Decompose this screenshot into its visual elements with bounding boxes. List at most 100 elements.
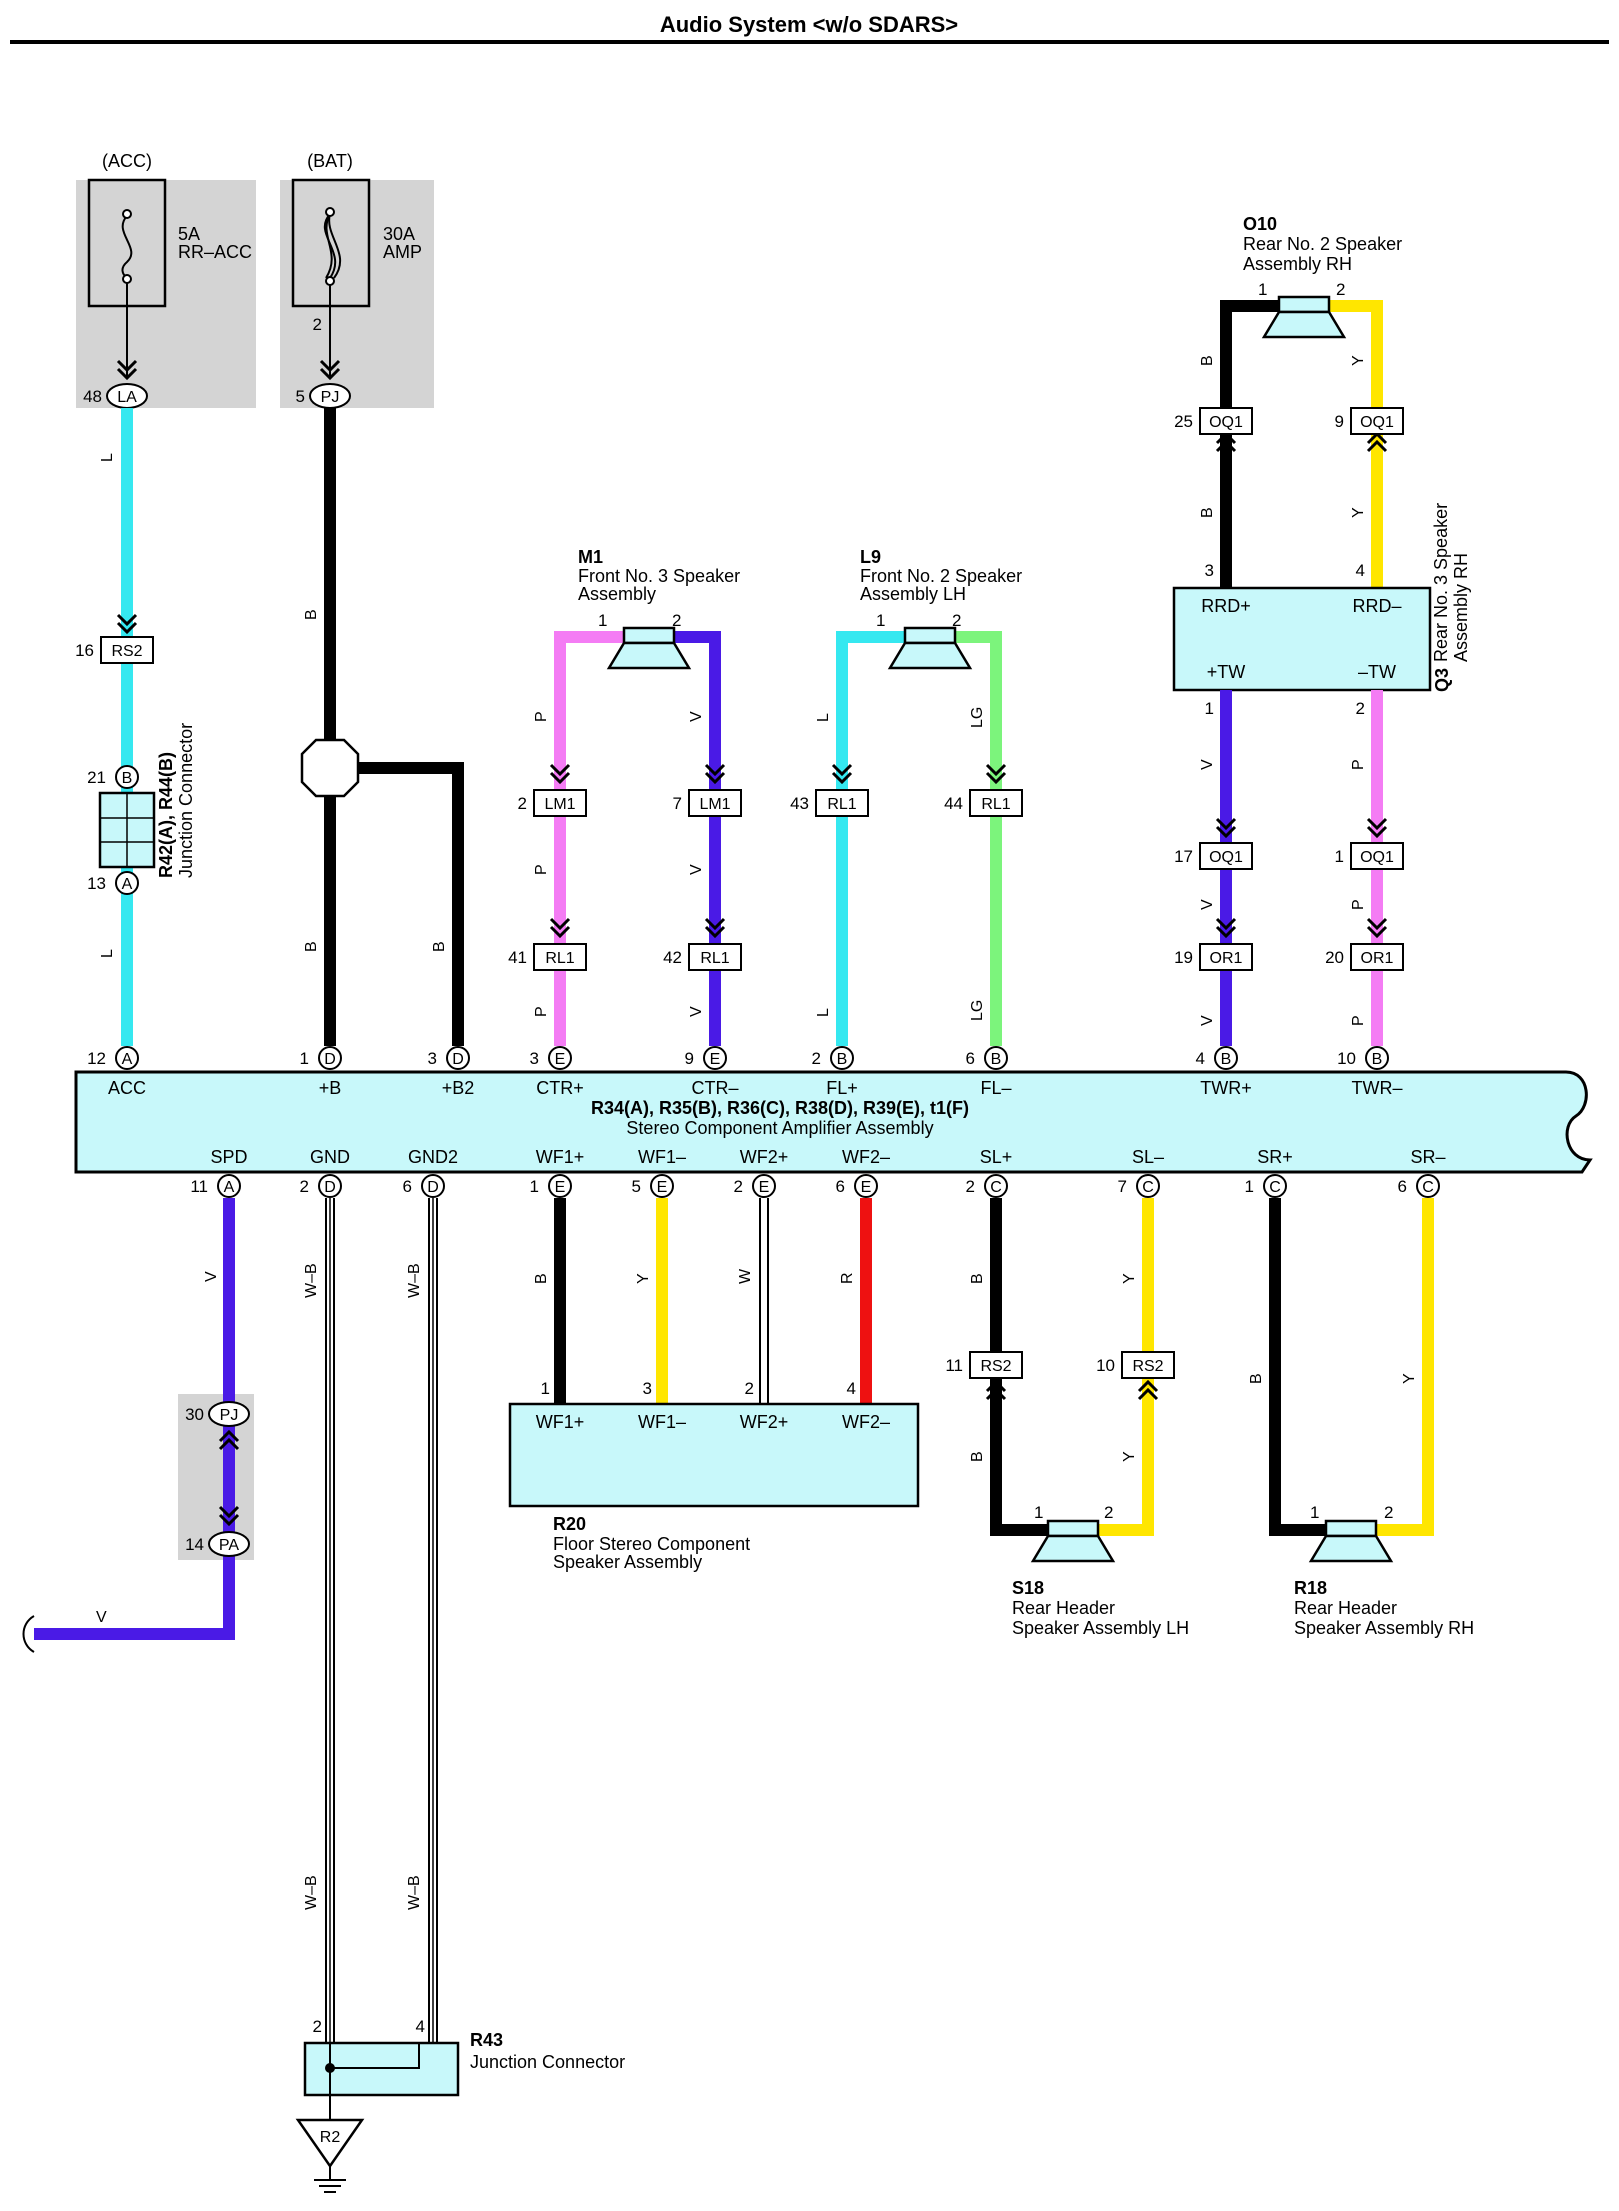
speaker-l9: L9 Front No. 2 Speaker Assembly LH 1 2 L…: [815, 547, 1022, 1046]
r43-line1: Junction Connector: [470, 2052, 625, 2072]
l9-line1: Front No. 2 Speaker: [860, 566, 1022, 586]
term-gnd2-label: GND2: [408, 1147, 458, 1167]
r43-id: R43: [470, 2030, 503, 2050]
q3-tw-minus: –TW: [1358, 662, 1396, 682]
wire-acc-color-2: L: [99, 949, 116, 958]
term-b-letter: D: [324, 1051, 336, 1068]
terminal-acc: A 12 ACC: [87, 1046, 146, 1098]
wire-fl-lg: LG: [969, 707, 986, 728]
q3-id: Q3: [1432, 668, 1452, 692]
wire-spd-out-color: V: [96, 1609, 107, 1626]
q3-line2: Assembly RH: [1451, 553, 1471, 662]
q3-tw-plus: +TW: [1207, 662, 1246, 682]
wire-spd-color: V: [203, 1271, 220, 1282]
terminal-spd: A 11 SPD: [190, 1147, 248, 1198]
term-twrm-label: TWR–: [1352, 1078, 1403, 1098]
q3-rrd-minus: RRD–: [1352, 596, 1401, 616]
terminal-ctr-minus: E 9 CTR–: [685, 1046, 739, 1098]
wire-o10-y-2: Y: [1350, 507, 1367, 518]
r20-pin3: 3: [643, 1379, 652, 1398]
pin-2-bat: 2: [313, 315, 322, 334]
term-slm-pin: 7: [1118, 1177, 1127, 1196]
amplifier-box: R34(A), R35(B), R36(C), R38(D), R39(E), …: [74, 1070, 1593, 1174]
term-acc-letter: A: [122, 1051, 133, 1068]
term-twrp-pin: 4: [1196, 1049, 1205, 1068]
q3-rrd-plus: RRD+: [1201, 596, 1251, 616]
conn-rl1-fl-b: RL1: [981, 796, 1010, 813]
o10-pin1: 1: [1258, 280, 1267, 299]
pin-11-rs2: 11: [945, 1356, 963, 1375]
term-wf2p-label: WF2+: [740, 1147, 789, 1167]
wire-ctr-p-2: P: [533, 864, 550, 875]
wire-spd: V V PJ 30 PA 14: [22, 1198, 254, 1653]
wire-twr-p: P: [1350, 759, 1367, 770]
wire-o10-y: Y: [1350, 355, 1367, 366]
r42-top-letter: B: [122, 770, 133, 787]
r18-line1: Rear Header: [1294, 1598, 1397, 1618]
fuse-acc-group: (ACC): [102, 151, 152, 171]
wire-fl-lg-2: LG: [969, 1000, 986, 1021]
wire-sl-y: Y: [1121, 1273, 1138, 1284]
terminal-gnd2: D 6 GND2: [403, 1147, 458, 1198]
amp-desc: Stereo Component Amplifier Assembly: [626, 1118, 933, 1138]
term-wf1m-pin: 5: [632, 1177, 641, 1196]
term-gnd-pin: 2: [300, 1177, 309, 1196]
conn-or1-a: OR1: [1210, 950, 1243, 967]
terminal-b2: D 3 +B2: [428, 1046, 474, 1098]
wire-o10-b-2: B: [1199, 507, 1216, 518]
term-wf1p-pin: 1: [530, 1177, 539, 1196]
fuse-acc-name: RR–ACC: [178, 242, 252, 262]
s18-pin1: 1: [1034, 1503, 1043, 1522]
pin-44: 44: [944, 794, 963, 813]
terminal-sr-plus: C 1 SR+: [1245, 1147, 1293, 1198]
q3-pin3: 3: [1205, 561, 1214, 580]
m1-pin1: 1: [598, 611, 607, 630]
conn-oq1-a: OQ1: [1209, 414, 1243, 431]
terminal-sl-plus: C 2 SL+: [966, 1147, 1012, 1198]
wire-plus-b: B B B: [300, 408, 464, 1046]
conn-lm1-b: LM1: [699, 796, 730, 813]
term-wf2p-letter: E: [759, 1179, 770, 1196]
m1-line2: Assembly: [578, 584, 656, 604]
l9-id: L9: [860, 547, 881, 567]
term-slm-letter: C: [1142, 1179, 1154, 1196]
conn-pj: PJ: [321, 389, 340, 406]
terminal-sl-minus: C 7 SL–: [1118, 1147, 1164, 1198]
term-slp-letter: C: [990, 1179, 1002, 1196]
m1-line1: Front No. 3 Speaker: [578, 566, 740, 586]
r20-pin2: 2: [745, 1379, 754, 1398]
s18-id: S18: [1012, 1578, 1044, 1598]
term-wf1m-label: WF1–: [638, 1147, 686, 1167]
term-srp-pin: 1: [1245, 1177, 1254, 1196]
term-srp-letter: C: [1269, 1179, 1281, 1196]
term-gnd2-letter: D: [427, 1179, 439, 1196]
conn-rs2-sl-a: RS2: [980, 1358, 1011, 1375]
term-acc-label: ACC: [108, 1078, 146, 1098]
o10-line2: Assembly RH: [1243, 254, 1352, 274]
wire-b2-color: B: [431, 941, 448, 952]
term-ctrp-label: CTR+: [536, 1078, 584, 1098]
pin-48: 48: [83, 387, 102, 406]
r18-pin1: 1: [1310, 1503, 1319, 1522]
term-wf2m-pin: 6: [836, 1177, 845, 1196]
term-spd-pin: 11: [190, 1177, 208, 1196]
term-twrm-letter: B: [1372, 1051, 1383, 1068]
term-ctrp-letter: E: [555, 1051, 566, 1068]
s18-line2: Speaker Assembly LH: [1012, 1618, 1189, 1638]
r20-pin1: 1: [541, 1379, 550, 1398]
amp-top-terminals: A 12 ACC D 1 +B D 3 +B2 E 3 CTR+ E 9 CTR…: [87, 1046, 1403, 1098]
q3-pin1: 1: [1205, 699, 1214, 718]
amp-bottom-terminals: A 11 SPD D 2 GND D 6 GND2 E 1 WF1+ E 5 W…: [190, 1147, 1446, 1198]
pin-25: 25: [1174, 412, 1193, 431]
terminal-wf1-minus: E 5 WF1–: [632, 1147, 686, 1198]
r42-bot-letter: A: [122, 876, 133, 893]
junction-r43: 2 4 R43 Junction Connector: [303, 2017, 625, 2120]
term-gnd-letter: D: [324, 1179, 336, 1196]
terminal-twr-minus: B 10 TWR–: [1337, 1046, 1403, 1098]
terminal-fl-plus: B 2 FL+: [812, 1046, 858, 1098]
pin-41: 41: [508, 948, 527, 967]
terminal-twr-plus: B 4 TWR+: [1196, 1046, 1252, 1098]
pin-16: 16: [75, 641, 94, 660]
wire-twr-v: V: [1199, 759, 1216, 770]
conn-oq1-d: OQ1: [1360, 849, 1394, 866]
